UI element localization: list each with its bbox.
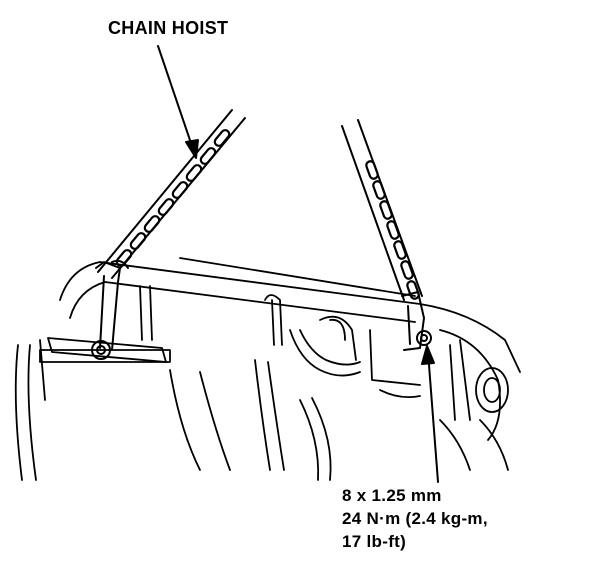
hoist-label-arrow: [157, 45, 199, 159]
bracket-bolt: [416, 330, 432, 346]
engine-block: [14, 257, 521, 481]
left-hoist-chain: [97, 109, 246, 279]
bolt-spec-callout: 8 x 1.25 mm 24 N·m (2.4 kg-m, 17 lb-ft): [342, 484, 488, 553]
torque-metric-text: 24 N·m (2.4 kg-m,: [342, 509, 488, 528]
chain-hoist-label: CHAIN HOIST: [108, 18, 229, 38]
bolt-size-text: 8 x 1.25 mm: [342, 486, 442, 505]
bolt-label-arrow: [421, 345, 439, 483]
right-lift-bracket: [401, 291, 432, 351]
right-hoist-chain: [341, 119, 423, 301]
torque-imperial-text: 17 lb-ft): [342, 532, 407, 551]
left-lift-bracket: [91, 259, 129, 360]
